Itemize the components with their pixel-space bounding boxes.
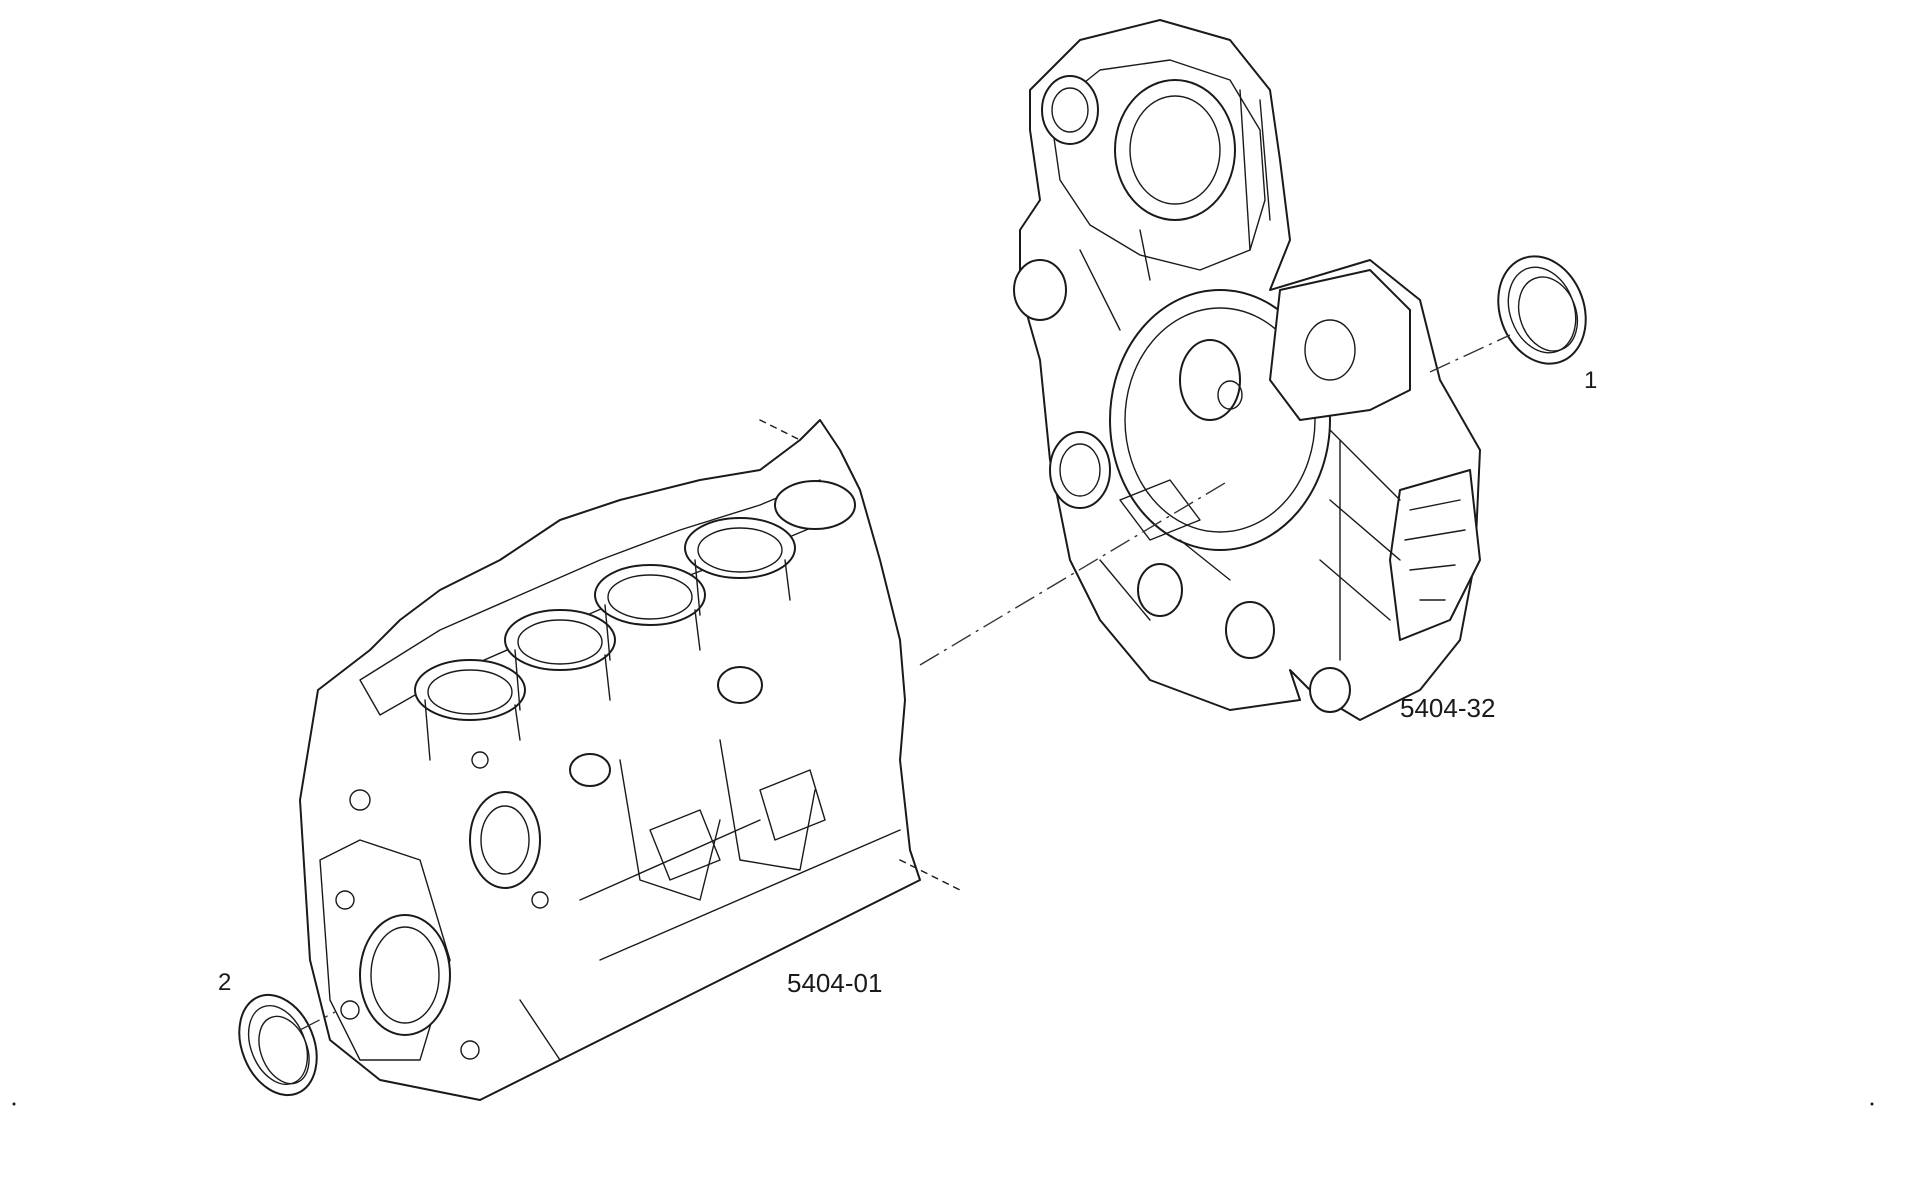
edge-mark-right xyxy=(1870,1102,1874,1106)
assembly-axis-cover-block xyxy=(919,479,1231,666)
edge-mark-left xyxy=(12,1102,16,1106)
label-cylinder-block: 5404-01 xyxy=(787,968,882,998)
label-timing-cover: 5404-32 xyxy=(1400,693,1495,723)
seal-ring-2 xyxy=(238,993,318,1097)
assembly-axis-seal-1 xyxy=(1429,334,1511,373)
callout-2: 2 xyxy=(218,969,231,996)
timing-cover xyxy=(1013,19,1481,721)
assembly-axis-seal-2 xyxy=(299,1011,336,1031)
callout-1: 1 xyxy=(1584,367,1597,394)
cylinder-block xyxy=(299,419,961,1101)
seal-ring-1 xyxy=(1497,255,1587,365)
